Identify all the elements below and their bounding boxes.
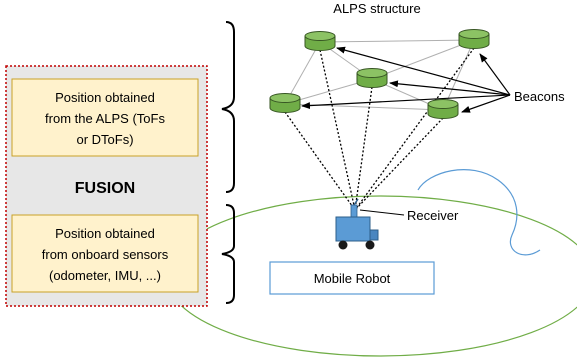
onboard-position-box <box>11 214 199 293</box>
signal-lines <box>284 47 475 211</box>
beacons-label: Beacons <box>514 89 565 104</box>
alps-box-line: from the ALPS (ToFs <box>45 111 165 126</box>
beacon <box>304 31 336 51</box>
beacon <box>269 93 301 113</box>
alps-box-line: Position obtained <box>55 90 155 105</box>
beacon <box>427 99 459 119</box>
alps-box-line: or DToFs) <box>76 132 133 147</box>
mobile-robot-label: Mobile Robot <box>314 271 391 286</box>
beacon <box>458 29 490 49</box>
onboard-box-line: (odometer, IMU, ...) <box>49 268 161 283</box>
receiver-antenna <box>350 198 359 218</box>
alps-position-box <box>11 78 199 157</box>
mobile-robot-box <box>269 261 435 295</box>
lower-brace <box>221 204 235 304</box>
beacon <box>356 68 388 88</box>
upper-brace <box>221 21 235 193</box>
fusion-label: FUSION <box>75 180 135 197</box>
trajectory-path <box>417 169 541 256</box>
onboard-box-line: Position obtained <box>55 226 155 241</box>
receiver-label: Receiver <box>407 208 459 223</box>
robot-icon <box>335 216 379 250</box>
diagram-title: ALPS structure <box>333 1 420 16</box>
onboard-box-line: from onboard sensors <box>42 247 169 262</box>
receiver-pointer <box>359 209 405 216</box>
beacon-arrows <box>301 46 511 113</box>
